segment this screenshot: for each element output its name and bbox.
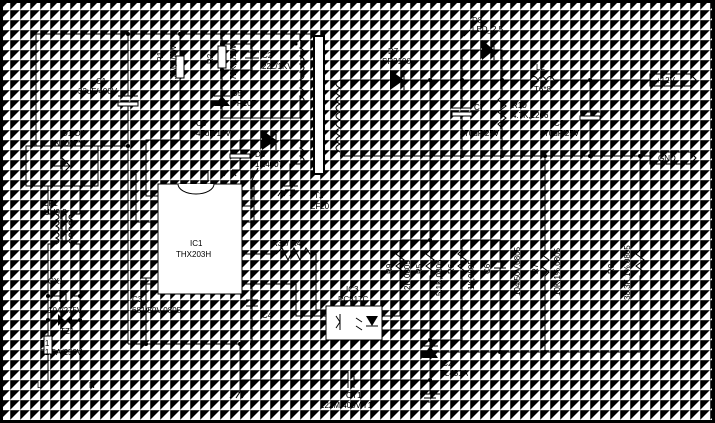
label-c1: C1 xyxy=(96,77,107,86)
feedback-network xyxy=(395,80,645,403)
input-wiring xyxy=(25,33,315,380)
label-d7: D7 xyxy=(388,47,399,56)
label-cy1-value: 222M/400V,Y1 xyxy=(320,401,373,410)
label-r1: R1 xyxy=(156,51,165,62)
label-c8: C8 xyxy=(554,119,565,128)
junction-dots xyxy=(46,32,642,382)
label-r7: R7 xyxy=(531,263,540,274)
fuse-f1 xyxy=(43,335,53,355)
label-c7: C7 xyxy=(474,103,485,112)
resistor-r1 xyxy=(145,34,185,186)
aux-supply xyxy=(207,130,300,182)
label-r2: R2 xyxy=(206,53,215,64)
label-ic2: IC2 xyxy=(440,359,453,368)
grid-background xyxy=(3,3,712,420)
capacitor-c4 xyxy=(246,284,258,344)
input-filter-cx1 xyxy=(58,290,72,326)
label-d1-d4-value: 1N4007*4 xyxy=(50,139,86,148)
label-r6-value: 1K,0805 xyxy=(467,260,476,290)
resistor-r3-r4 xyxy=(275,246,326,311)
label-r3-r4: R3 // R4 xyxy=(272,239,302,248)
label-ic3: IC3 xyxy=(346,285,359,294)
label-l2-value: T6*8 xyxy=(534,85,551,94)
label-cx1: CX1 xyxy=(48,277,64,286)
label-r5: R5 xyxy=(415,263,424,274)
label-r1-value: 2.2M,1/2W xyxy=(169,45,178,84)
label-c5: C5 xyxy=(196,119,207,128)
capacitor-c3 xyxy=(140,277,152,344)
label-tz1: TZ1 xyxy=(60,327,75,336)
emi-filter-lf1 xyxy=(47,213,81,256)
label-c3: C3 xyxy=(132,295,143,304)
label-f1: F1 xyxy=(40,339,50,348)
label-d5-value: FR107 xyxy=(232,99,257,108)
label-r8-value: 38.3K,1%,0805 xyxy=(623,245,632,300)
label-r5-value: 5.1K,0805 xyxy=(435,259,444,296)
label-c8-value: 470uF/25V xyxy=(540,129,580,138)
label-r7-value: 10K,1%,0805 xyxy=(553,247,562,296)
label-r9-value: 2K,0805 xyxy=(403,260,412,290)
label-d7-value: SR3100 xyxy=(382,57,411,66)
label-ic3-value: PC817C xyxy=(338,295,368,304)
component-labels: C1 33uF/400V R1 2.2M,1/2W R2 72K,1/2W C2… xyxy=(37,16,676,410)
transformer-t1 xyxy=(277,35,346,197)
label-c2-value: 222/1KV xyxy=(262,62,293,71)
label-d6: D6 xyxy=(255,150,266,159)
label-d1-d4: D1-D4 xyxy=(62,129,86,138)
label-cx1-value: 104/275V xyxy=(48,306,83,315)
label-lf1-value: UU9.8 xyxy=(44,208,67,217)
label-line-n: N xyxy=(89,381,95,390)
label-d5: D5 xyxy=(232,89,243,98)
label-line-l: L xyxy=(37,381,42,390)
label-cy1: CY1 xyxy=(346,391,362,400)
primary-ground xyxy=(229,344,430,399)
label-ic2-value: TL431A xyxy=(440,369,469,378)
label-lf1: LF1 xyxy=(44,199,58,208)
label-r2-value: 72K,1/2W xyxy=(229,44,238,80)
label-c7-value: 470uF/25V xyxy=(460,129,500,138)
bridge-rectifier-d1-d4 xyxy=(52,157,71,175)
ic1-thx203h xyxy=(135,167,326,317)
label-ic1-value: THX203H xyxy=(176,250,211,259)
label-r9: R9 xyxy=(385,263,394,274)
capacitor-c1: + xyxy=(117,89,139,107)
label-c5-value: 47uF/16V xyxy=(196,129,231,138)
label-r6: R6 xyxy=(447,263,456,274)
secondary-output xyxy=(340,29,697,165)
label-ic1: IC1 xyxy=(190,239,203,248)
label-r8: R8 xyxy=(607,263,616,274)
label-c6: C6 xyxy=(483,263,492,274)
label-c1-value: 33uF/400V xyxy=(78,87,118,96)
label-d8-value: LED_2.5 xyxy=(472,25,504,34)
label-d6-value: 1N4007 xyxy=(255,160,284,169)
label-c2: C2 xyxy=(262,51,273,60)
svg-text:+: + xyxy=(131,89,135,96)
label-12v: +12V xyxy=(656,76,676,85)
label-t1: T1 xyxy=(314,191,324,200)
label-gnd: GND xyxy=(658,154,676,163)
label-c6-value: 104/50V,0805 xyxy=(513,246,522,296)
label-f1-value: F1.5A/250V xyxy=(40,348,83,357)
label-l2: L2 xyxy=(536,63,545,72)
label-c4: C4 xyxy=(262,311,273,320)
label-r10-value: 4.7K,1206 xyxy=(512,111,549,120)
label-c3-value: 681/50V,0805 xyxy=(132,306,182,315)
label-t1-value: EF20 xyxy=(310,202,330,211)
label-r10: R10 xyxy=(512,101,527,110)
label-d8: D8 xyxy=(472,16,483,25)
